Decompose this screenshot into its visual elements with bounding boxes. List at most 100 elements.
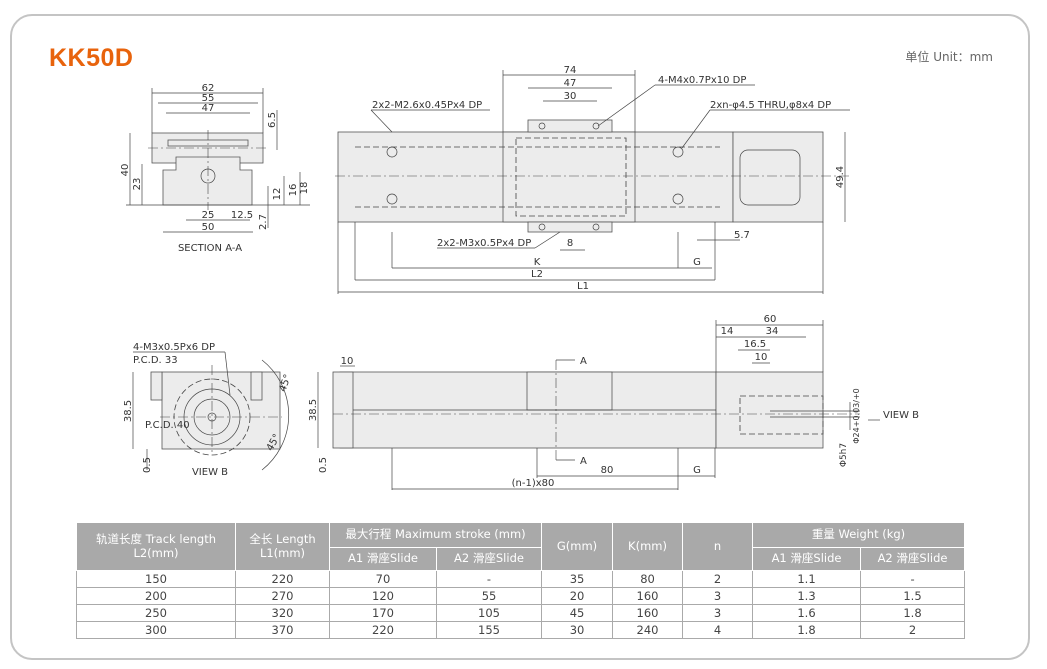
dim-l1: L1 xyxy=(577,281,589,292)
section-marker-a-top: A xyxy=(580,356,587,367)
dim-2-7: 2.7 xyxy=(258,214,269,230)
table-cell: 150 xyxy=(76,570,236,588)
table-cell: 80 xyxy=(612,570,684,588)
view-b-drawing: 4-M3x0.5Px6 DP P.C.D. 33 P.C.D. 40 38.5 … xyxy=(123,342,294,478)
callout-thru: 2xn-φ4.5 THRU,φ8x4 DP xyxy=(710,100,831,111)
table-cell: 4 xyxy=(682,621,754,639)
header-stroke-a2: A2 滑座Slide xyxy=(435,547,543,571)
section-marker-a-bottom: A xyxy=(580,456,587,467)
table-cell: 2 xyxy=(860,621,966,639)
table-cell: 1.1 xyxy=(752,570,862,588)
table-cell: 3 xyxy=(682,587,754,605)
side-view-drawing: 10 38.5 0.5 60 14 34 16.5 10 A A 80 G (n… xyxy=(308,314,919,490)
table-cell: 55 xyxy=(435,587,543,605)
table-cell: 220 xyxy=(329,621,437,639)
table-cell: 320 xyxy=(235,604,330,622)
unit-label: 单位 Unit：mm xyxy=(905,50,993,64)
dim-74: 74 xyxy=(564,65,577,76)
table-cell: 120 xyxy=(329,587,437,605)
dim-38-5: 38.5 xyxy=(123,400,134,422)
dim-16-5: 16.5 xyxy=(744,339,766,350)
table-cell: 105 xyxy=(435,604,543,622)
dim-60: 60 xyxy=(764,314,777,325)
dim-phi24: Φ24+0.03/+0 xyxy=(852,388,861,443)
callout-m3-view-b: 4-M3x0.5Px6 DP xyxy=(133,342,215,353)
callout-m3: 2x2-M3x0.5Px4 DP xyxy=(437,238,531,249)
dim-47: 47 xyxy=(202,103,215,114)
header-g: G(mm) xyxy=(541,522,614,571)
dim-62: 62 xyxy=(202,83,215,94)
dim-25: 25 xyxy=(202,210,215,221)
dim-5-7: 5.7 xyxy=(734,230,750,241)
dim-12-5: 12.5 xyxy=(231,210,253,221)
dim-k: K xyxy=(534,257,541,268)
dim-0-5-side: 0.5 xyxy=(318,457,329,473)
table-cell: 3 xyxy=(682,604,754,622)
table-cell: - xyxy=(860,570,966,588)
dim-g-side: G xyxy=(693,465,701,476)
header-max-stroke: 最大行程 Maximum stroke (mm) xyxy=(328,522,543,548)
table-cell: 1.8 xyxy=(860,604,966,622)
dim-47: 47 xyxy=(564,78,577,89)
table-cell: 160 xyxy=(612,587,684,605)
view-b-arrow-label: VIEW B xyxy=(883,410,919,421)
datasheet-card xyxy=(10,14,1030,660)
callout-pcd33: P.C.D. 33 xyxy=(133,355,178,366)
dim-38-5-side: 38.5 xyxy=(308,399,319,421)
header-weight-a1: A1 滑座Slide xyxy=(752,547,862,571)
dim-30: 30 xyxy=(564,91,577,102)
header-stroke-a1: A1 滑座Slide xyxy=(329,547,437,571)
dim-50: 50 xyxy=(202,222,215,233)
top-view-drawing: 74 47 30 4-M4x0.7Px10 DP 2x2-M2.6x0.45Px… xyxy=(335,65,850,294)
table-cell: 270 xyxy=(235,587,330,605)
dim-phi5: Φ5h7 xyxy=(839,443,849,467)
view-b-caption: VIEW B xyxy=(192,467,228,478)
table-cell: 200 xyxy=(76,587,236,605)
dim-0-5: 0.5 xyxy=(142,457,153,473)
header-n: n xyxy=(682,522,754,571)
section-aa-drawing: 62 55 47 6.5 40 23 12 16 18 25 12.5 50 2… xyxy=(120,83,310,254)
header-weight: 重量 Weight (kg) xyxy=(752,522,966,548)
callout-m4: 4-M4x0.7Px10 DP xyxy=(658,75,746,86)
dim-g: G xyxy=(693,257,701,268)
dim-10-right: 10 xyxy=(755,352,768,363)
dim-l2: L2 xyxy=(531,269,543,280)
table-cell: 35 xyxy=(541,570,614,588)
section-aa-caption: SECTION A-A xyxy=(178,243,242,254)
dim-16: 16 xyxy=(288,184,299,197)
table-cell: 30 xyxy=(541,621,614,639)
table-cell: 220 xyxy=(235,570,330,588)
dim-10-left: 10 xyxy=(341,356,354,367)
dim-18: 18 xyxy=(299,182,310,195)
model-title: KK50D xyxy=(49,44,134,72)
table-cell: - xyxy=(435,570,543,588)
table-cell: 1.6 xyxy=(752,604,862,622)
table-cell: 250 xyxy=(76,604,236,622)
dim-80: 80 xyxy=(601,465,614,476)
table-cell: 1.3 xyxy=(752,587,862,605)
dim-34: 34 xyxy=(766,326,779,337)
dim-55: 55 xyxy=(202,93,215,104)
dim-49-4: 49.4 xyxy=(835,166,846,188)
dim-n-minus-1-x80: (n-1)x80 xyxy=(512,478,555,489)
dim-14: 14 xyxy=(721,326,734,337)
dim-8: 8 xyxy=(567,238,573,249)
table-cell: 240 xyxy=(612,621,684,639)
dim-6-5: 6.5 xyxy=(267,112,278,128)
table-cell: 300 xyxy=(76,621,236,639)
table-cell: 160 xyxy=(612,604,684,622)
table-cell: 1.8 xyxy=(752,621,862,639)
table-cell: 70 xyxy=(329,570,437,588)
dim-12: 12 xyxy=(272,188,283,201)
table-cell: 2 xyxy=(682,570,754,588)
header-weight-a2: A2 滑座Slide xyxy=(860,547,966,571)
callout-m2-6: 2x2-M2.6x0.45Px4 DP xyxy=(372,100,482,111)
table-cell: 370 xyxy=(235,621,330,639)
